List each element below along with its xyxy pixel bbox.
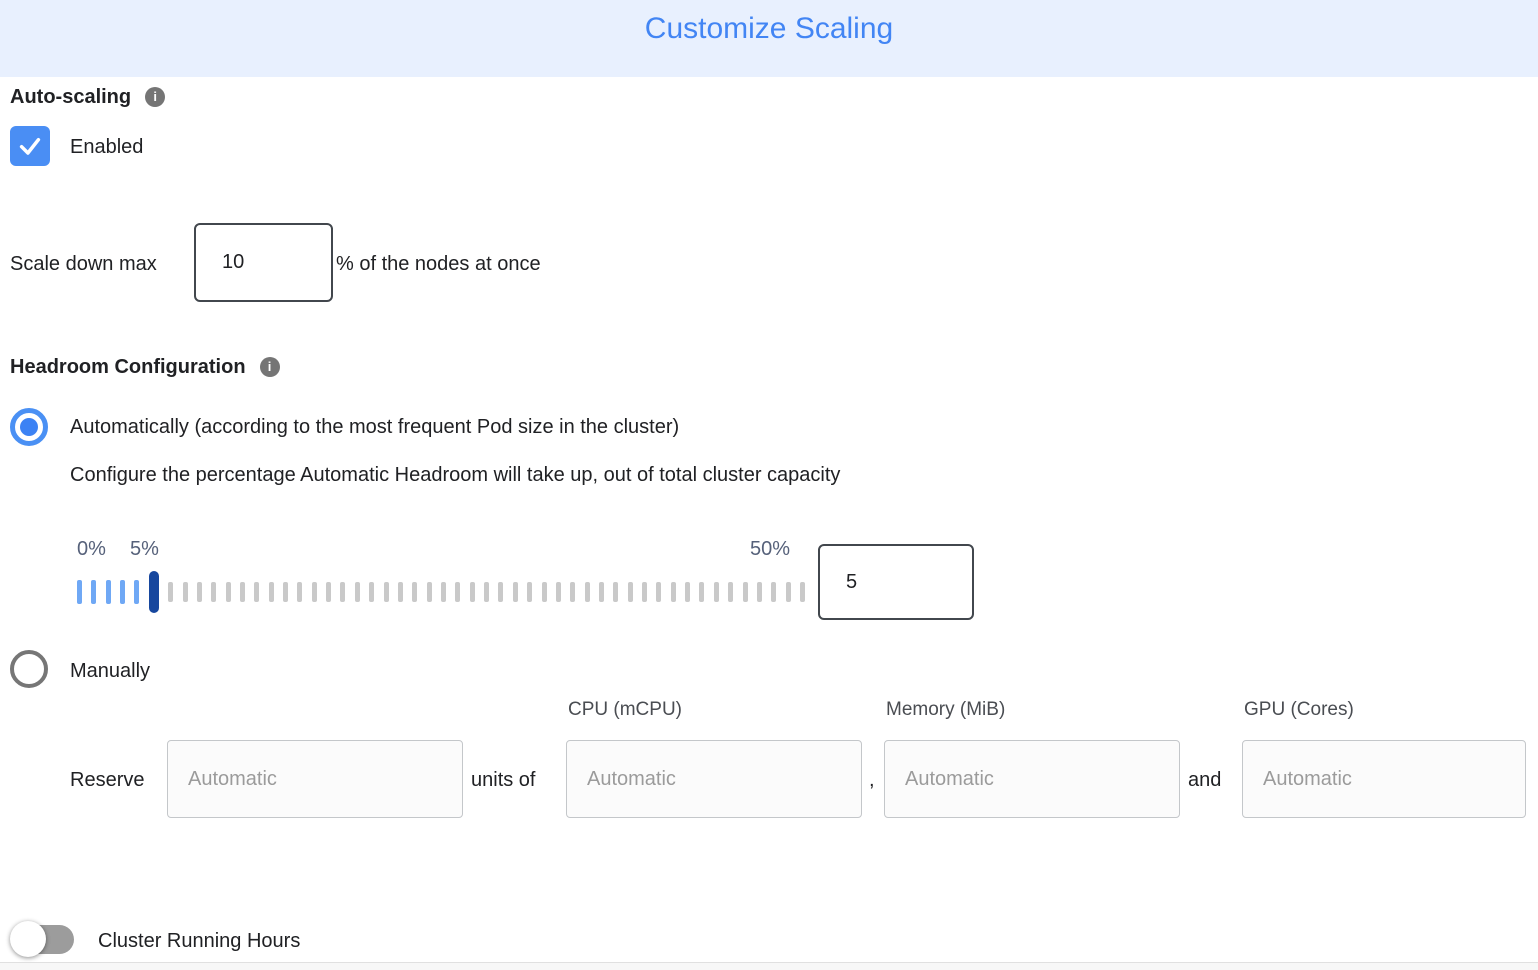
slider-tick: [168, 582, 174, 602]
enabled-label: Enabled: [70, 136, 144, 158]
headroom-info-icon[interactable]: i: [259, 357, 280, 377]
auto-scaling-info-icon[interactable]: i: [145, 87, 166, 107]
check-icon: [19, 137, 41, 155]
memory-input[interactable]: [884, 740, 1180, 818]
auto-scaling-heading: Auto-scaling i: [10, 85, 166, 109]
slider-tick: [196, 582, 202, 602]
slider-tick: [728, 582, 734, 602]
radio-manually[interactable]: [10, 650, 48, 688]
radio-automatically[interactable]: [10, 408, 48, 446]
slider-tick: [254, 582, 260, 602]
comma-separator: ,: [869, 769, 875, 791]
scale-down-max-input[interactable]: [194, 223, 333, 302]
slider-tick: [440, 582, 446, 602]
headroom-heading: Headroom Configuration i: [10, 355, 280, 379]
slider-current-label: 5%: [130, 538, 159, 560]
slider-tick: [742, 582, 748, 602]
slider-tick: [326, 582, 332, 602]
slider-tick: [555, 582, 561, 602]
slider-tick: [799, 582, 805, 602]
slider-min-label: 0%: [77, 538, 106, 560]
slider-tick: [283, 582, 289, 602]
autoscaling-enabled-checkbox[interactable]: [10, 126, 50, 166]
slider-tick: [239, 582, 245, 602]
slider-tick: [670, 582, 676, 602]
slider-tick: [771, 582, 777, 602]
slider-tick: [785, 582, 791, 602]
headroom-slider[interactable]: [77, 570, 805, 614]
slider-handle[interactable]: [148, 571, 159, 613]
toggle-knob: [10, 921, 46, 957]
headroom-percentage-input[interactable]: [818, 544, 974, 620]
slider-tick: [656, 582, 662, 602]
column-header-cpu: CPU (mCPU): [568, 699, 682, 720]
slider-tick: [498, 582, 504, 602]
footer-divider: [0, 962, 1538, 970]
slider-tick: [426, 582, 432, 602]
column-header-memory: Memory (MiB): [886, 699, 1006, 720]
slider-tick: [211, 582, 217, 602]
slider-tick: [354, 582, 360, 602]
cpu-input[interactable]: [566, 740, 862, 818]
slider-tick: [598, 582, 604, 602]
slider-tick: [340, 582, 346, 602]
headroom-description: Configure the percentage Automatic Headr…: [70, 464, 841, 486]
slider-tick: [541, 582, 547, 602]
and-separator: and: [1188, 769, 1222, 791]
page-title: Customize Scaling: [644, 12, 894, 45]
slider-tick: [699, 582, 705, 602]
slider-tick: [91, 580, 97, 604]
slider-tick: [297, 582, 303, 602]
reserve-label: Reserve: [70, 769, 145, 791]
slider-tick: [120, 580, 126, 604]
scale-down-label: Scale down max: [10, 253, 157, 275]
slider-tick: [469, 582, 475, 602]
automatically-label: Automatically (according to the most fre…: [70, 416, 680, 438]
slider-tick: [369, 582, 375, 602]
slider-tick: [570, 582, 576, 602]
slider-max-label: 50%: [749, 538, 790, 560]
slider-tick: [756, 582, 762, 602]
manually-label: Manually: [70, 660, 151, 682]
slider-tick: [455, 582, 461, 602]
slider-tick: [642, 582, 648, 602]
cluster-running-hours-toggle[interactable]: [10, 921, 74, 957]
units-of-label: units of: [471, 769, 536, 791]
slider-tick: [527, 582, 533, 602]
slider-tick: [134, 580, 140, 604]
slider-tick: [484, 582, 490, 602]
auto-scaling-label: Auto-scaling: [10, 86, 132, 108]
radio-dot: [20, 418, 38, 436]
slider-tick: [383, 582, 389, 602]
slider-tick: [268, 582, 274, 602]
slider-tick: [685, 582, 691, 602]
slider-tick: [613, 582, 619, 602]
slider-tick: [105, 580, 111, 604]
slider-tick: [225, 582, 231, 602]
column-header-gpu: GPU (Cores): [1244, 699, 1354, 720]
scale-down-suffix: % of the nodes at once: [336, 253, 541, 275]
cluster-running-hours-label: Cluster Running Hours: [98, 930, 301, 952]
header-band: Customize Scaling: [0, 0, 1538, 77]
slider-tick: [512, 582, 518, 602]
slider-tick: [584, 582, 590, 602]
slider-tick: [397, 582, 403, 602]
slider-tick: [713, 582, 719, 602]
gpu-input[interactable]: [1242, 740, 1526, 818]
headroom-configuration-label: Headroom Configuration: [10, 356, 246, 378]
slider-tick: [311, 582, 317, 602]
slider-tick: [182, 582, 188, 602]
slider-tick: [77, 580, 82, 604]
slider-tick: [627, 582, 633, 602]
reserve-count-input[interactable]: [167, 740, 463, 818]
slider-tick: [412, 582, 418, 602]
